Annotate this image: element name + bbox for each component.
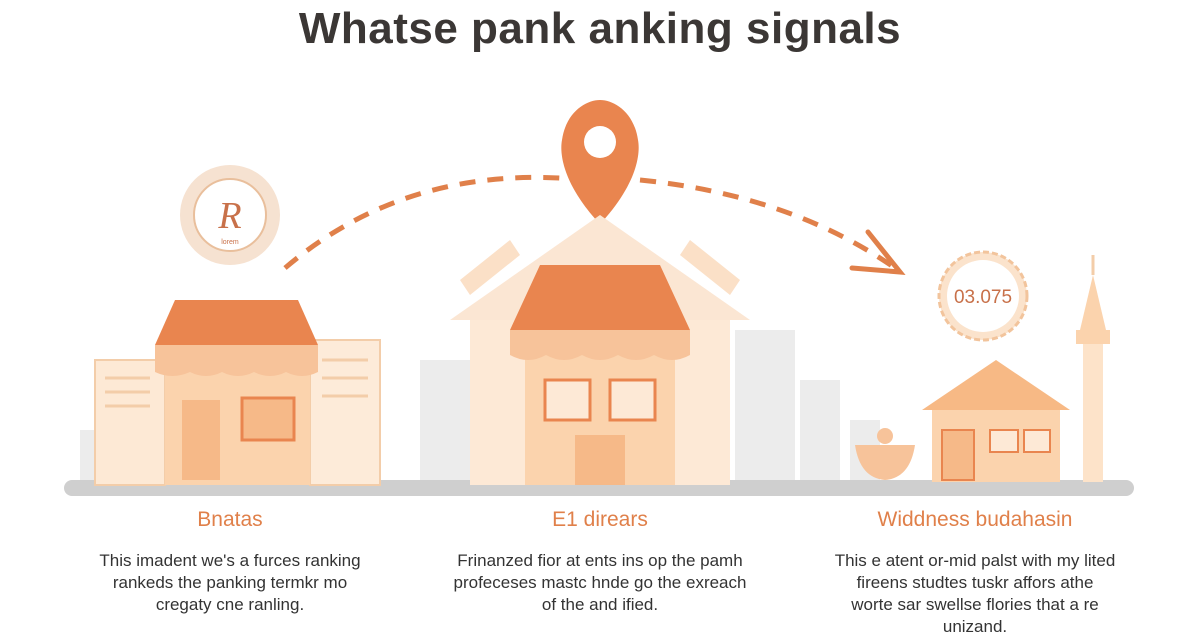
column-3: Widdness budahasin This e atent or-mid p…	[795, 508, 1155, 638]
seal-small-text: lorem	[221, 239, 239, 246]
right-house	[855, 360, 1070, 482]
column-3-heading: Widdness budahasin	[877, 508, 1073, 531]
value-badge: 03.075	[937, 250, 1029, 342]
value-badge-text: 03.075	[954, 287, 1012, 308]
column-1-line-3: cregaty cne ranling.	[155, 595, 305, 614]
column-3-line-3: worte sar swellse flories that a re	[851, 595, 1099, 614]
seal-letter: R	[217, 195, 241, 237]
left-shop	[94, 300, 381, 486]
column-2-line-1: Frinanzed fior at ents ins op the pamh	[457, 551, 743, 570]
tower	[1076, 255, 1110, 482]
illustration-scene: R lorem 03.075	[64, 100, 1134, 496]
column-2-line-2: profeceses mastc hnde go the exreach	[453, 573, 747, 592]
location-pin-icon	[561, 100, 639, 222]
column-3-line-2: fireens studtes tuskr affors athe	[856, 573, 1094, 592]
column-1: Bnatas This imadent we's a furces rankin…	[50, 508, 410, 616]
dashed-route-arc	[283, 174, 897, 271]
center-shop	[450, 215, 750, 485]
column-3-line-1: This e atent or-mid palst with my lited	[834, 551, 1116, 570]
column-2: E1 direars Frinanzed fior at ents ins op…	[420, 508, 780, 616]
column-1-heading: Bnatas	[197, 508, 263, 531]
seal-badge-icon: R lorem	[180, 165, 280, 265]
page-title: Whatse pank anking signals	[298, 4, 902, 53]
column-2-heading: E1 direars	[552, 508, 648, 531]
column-2-line-3: of the and ified.	[541, 595, 659, 614]
column-1-line-2: rankeds the panking termkr mo	[112, 573, 348, 592]
route-arrowhead	[849, 229, 906, 275]
column-1-line-1: This imadent we's a furces ranking	[99, 551, 361, 570]
column-3-line-4: unizand.	[942, 617, 1008, 636]
